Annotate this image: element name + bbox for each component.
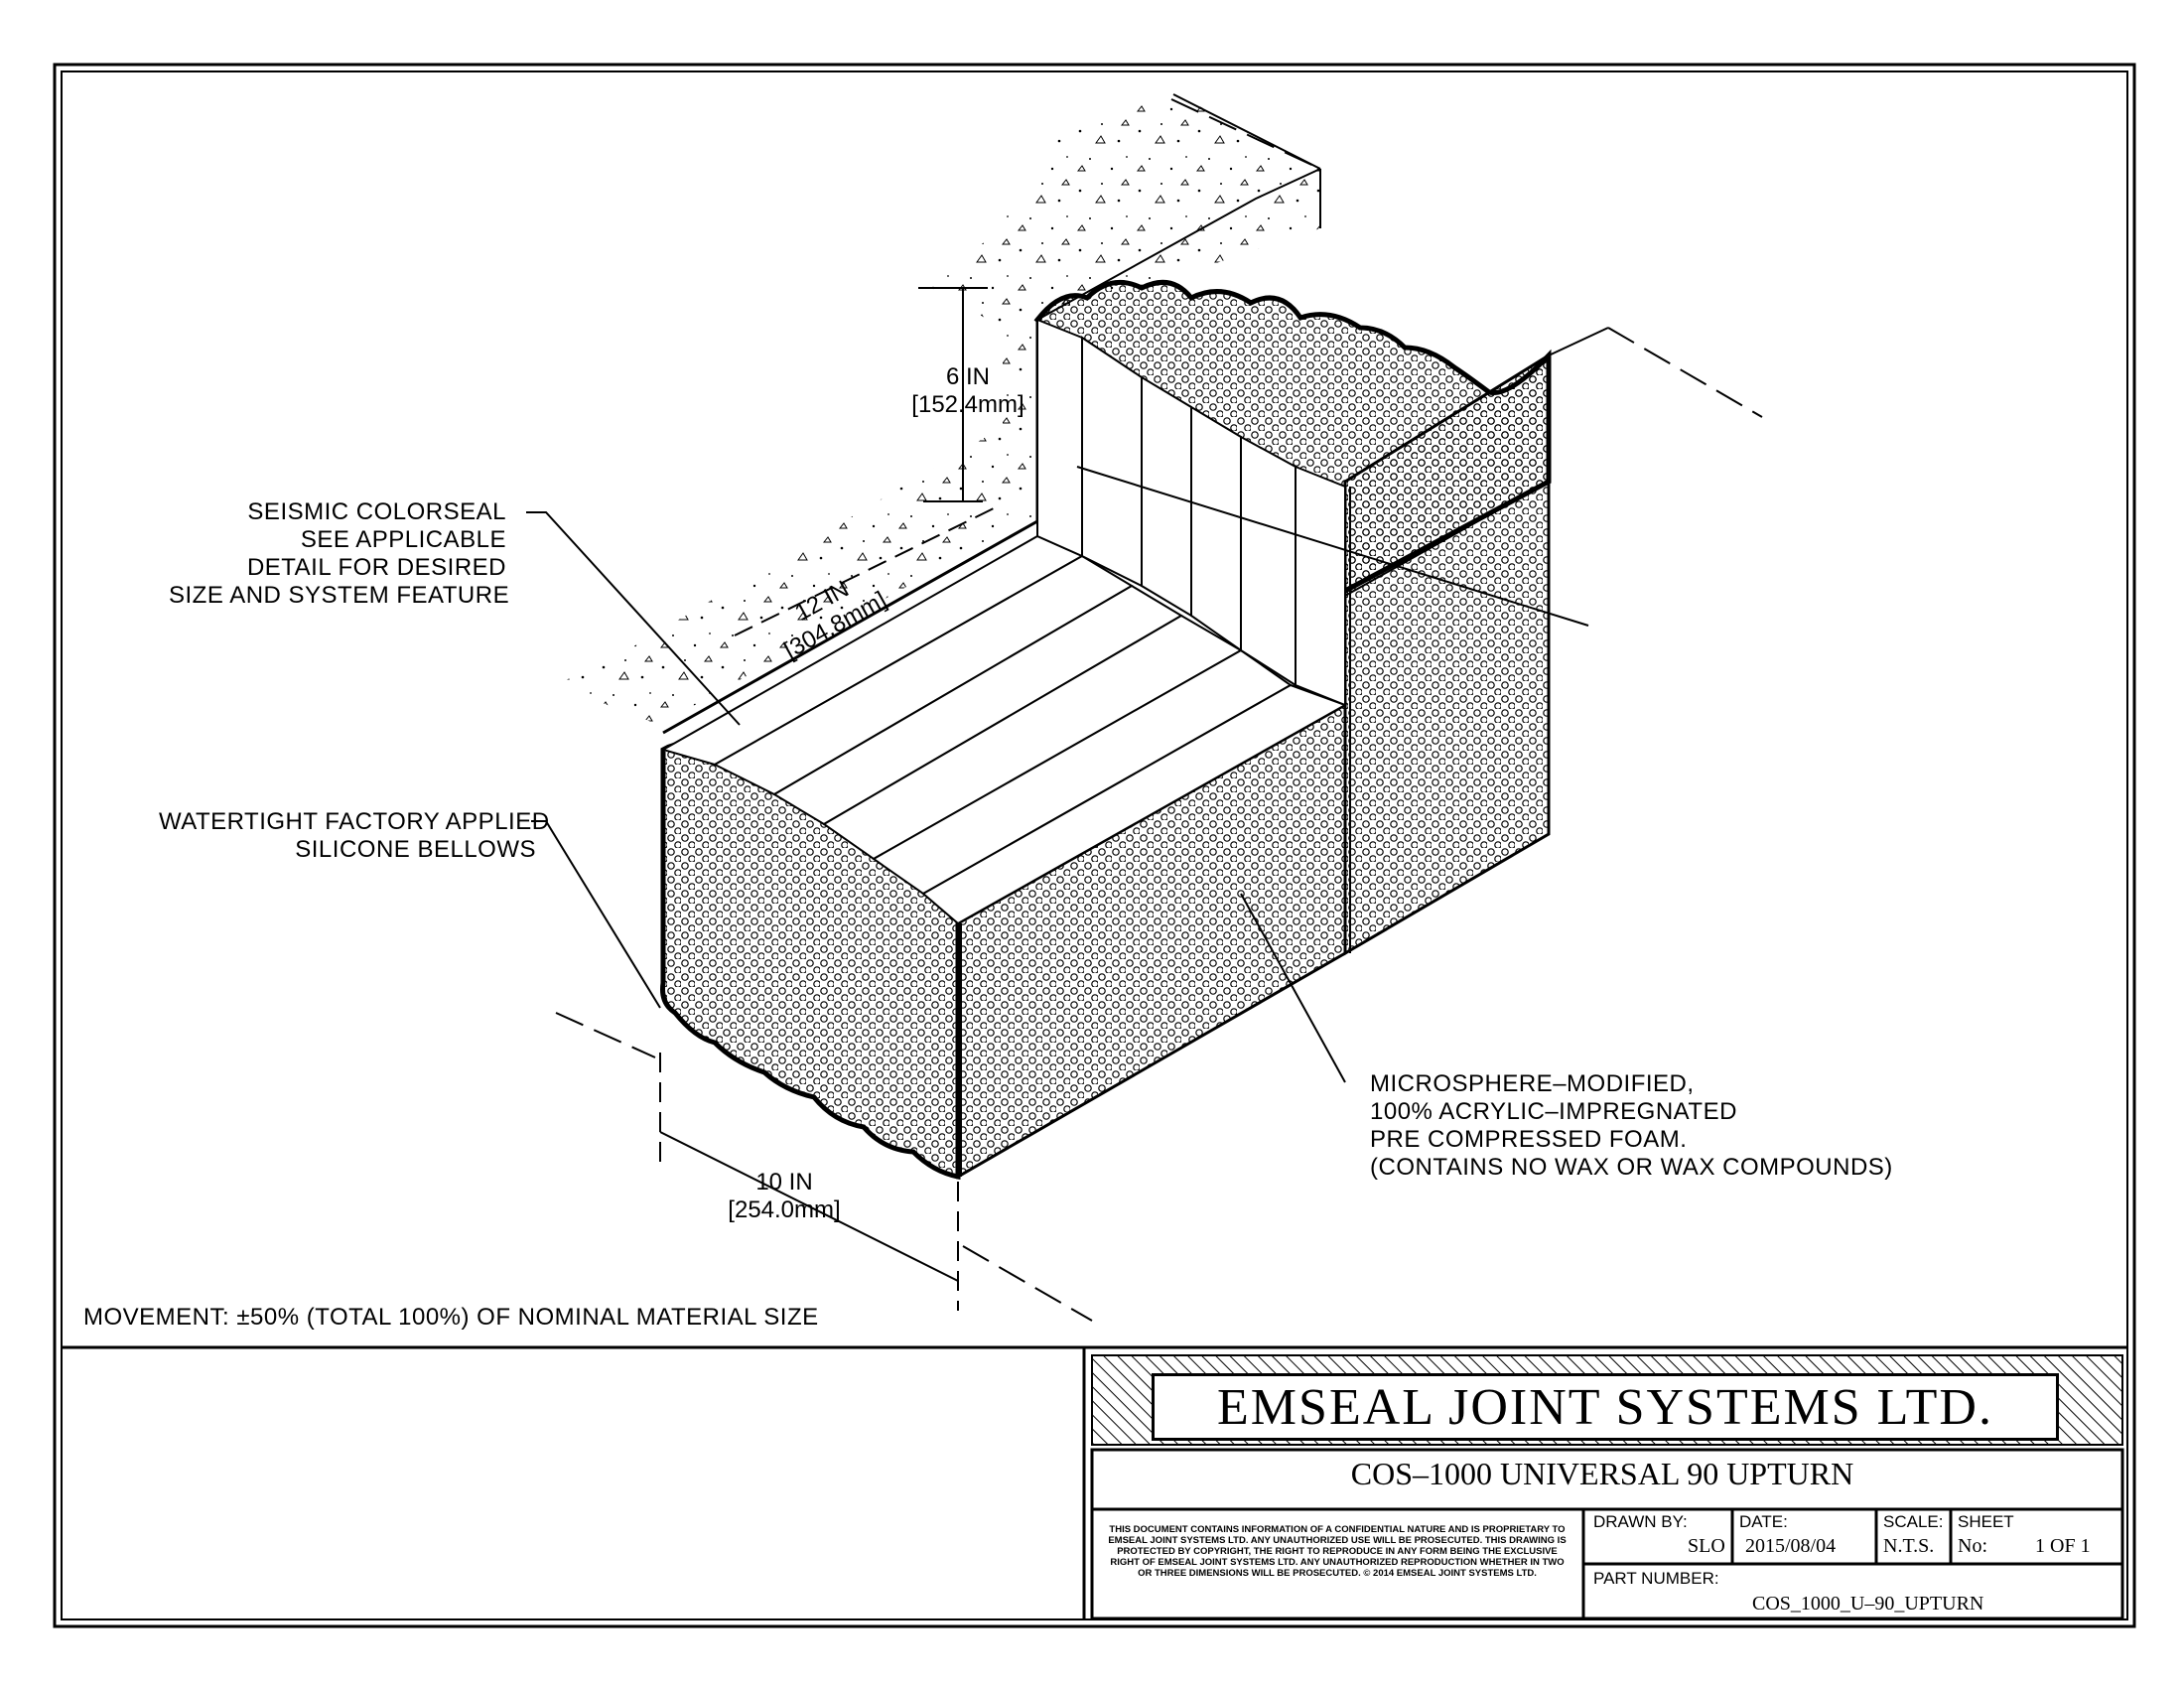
sheet-value: 1 OF 1 xyxy=(2035,1535,2091,1557)
seismic-colorseal-note: SEISMIC COLORSEAL SEE APPLICABLE DETAIL … xyxy=(169,498,510,609)
drawn-by-value: SLO xyxy=(1688,1535,1725,1557)
outer-border xyxy=(53,63,2136,1628)
height-dimension: 6 IN [152.4mm] xyxy=(911,363,1024,418)
company-name: EMSEAL JOINT SYSTEMS LTD. xyxy=(1152,1373,2059,1441)
confidentiality-notice: THIS DOCUMENT CONTAINS INFORMATION OF A … xyxy=(1108,1524,1567,1579)
part-number-value: COS_1000_U–90_UPTURN xyxy=(1752,1593,1984,1615)
width-dimension: 10 IN [254.0mm] xyxy=(728,1169,841,1223)
drawing-title: COS–1000 UNIVERSAL 90 UPTURN xyxy=(1350,1456,1854,1491)
foam-note: MICROSPHERE–MODIFIED, 100% ACRYLIC–IMPRE… xyxy=(1370,1070,1893,1181)
movement-note: MOVEMENT: ±50% (TOTAL 100%) OF NOMINAL M… xyxy=(83,1304,819,1331)
part-number-label: PART NUMBER: xyxy=(1593,1569,1719,1588)
scale-value: N.T.S. xyxy=(1883,1535,1935,1557)
silicone-bellows-note: WATERTIGHT FACTORY APPLIED SILICONE BELL… xyxy=(159,808,550,863)
dimension-lines xyxy=(526,98,1763,1322)
sheet-no-label: No: xyxy=(1958,1535,1987,1557)
sheet-label: SHEET xyxy=(1958,1512,2014,1531)
foam-body xyxy=(660,279,1552,1181)
date-value: 2015/08/04 xyxy=(1745,1535,1837,1557)
drawn-by-label: DRAWN BY: xyxy=(1593,1512,1688,1531)
date-label: DATE: xyxy=(1739,1512,1788,1531)
silicone-bellows xyxy=(660,318,1348,925)
scale-label: SCALE: xyxy=(1883,1512,1944,1531)
